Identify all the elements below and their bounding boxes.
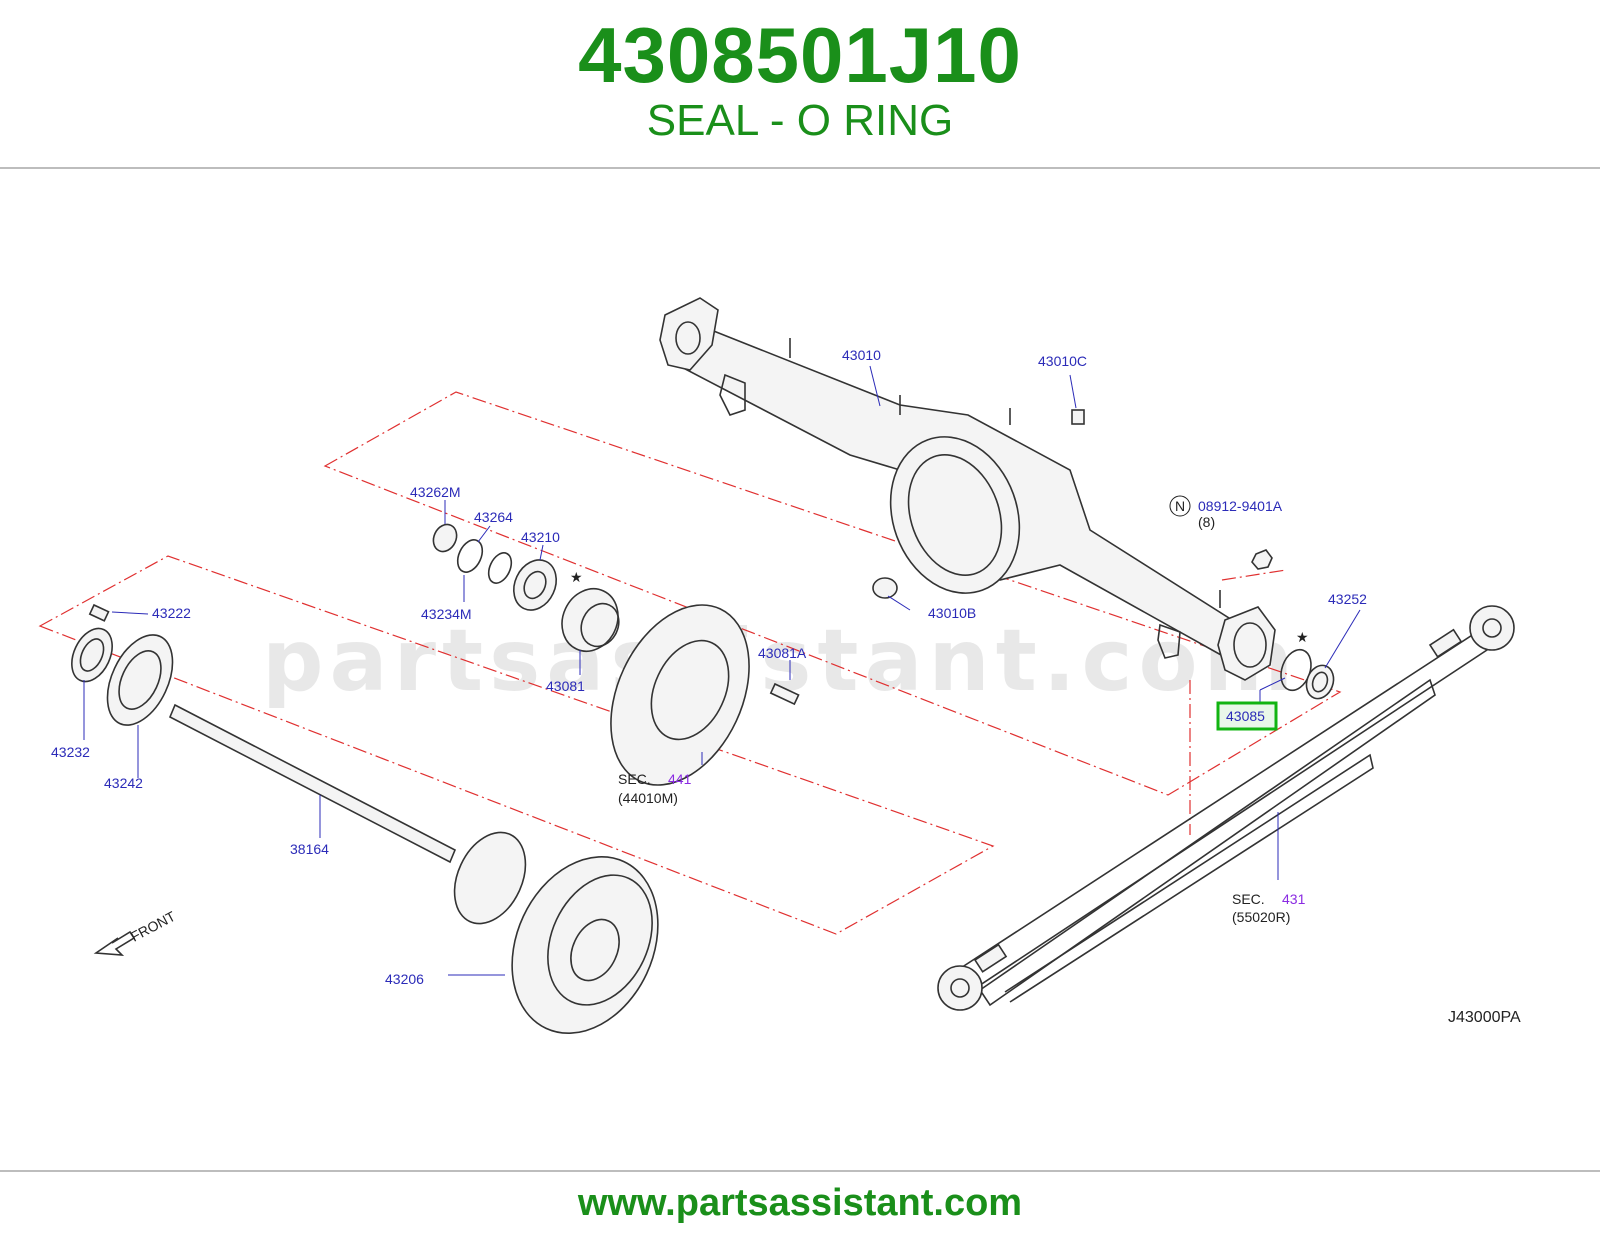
label-43010: 43010 <box>842 347 881 363</box>
sec-431-number[interactable]: 431 <box>1282 891 1306 907</box>
label-43206: 43206 <box>385 971 424 987</box>
breather-43010C <box>1071 409 1085 425</box>
hub-group-outline <box>323 391 1342 796</box>
sec-441-number[interactable]: 441 <box>668 771 692 787</box>
label-43262M: 43262M <box>410 484 461 500</box>
header-divider <box>0 167 1600 169</box>
label-08912-9401A: 08912-9401A <box>1198 498 1283 514</box>
label-43252: 43252 <box>1328 591 1367 607</box>
footer-divider <box>0 1170 1600 1172</box>
part-number-title: 4308501J10 <box>578 11 1022 99</box>
figure-code: J43000PA <box>1448 1009 1521 1026</box>
leaf-spring <box>937 605 1515 1011</box>
highlight-box-43085[interactable] <box>1216 701 1278 731</box>
label-43264: 43264 <box>474 509 513 525</box>
label-43210: 43210 <box>521 529 560 545</box>
axle-group-outline <box>38 555 995 935</box>
label-38164: 38164 <box>290 841 329 857</box>
axle-shaft-and-drum <box>71 603 659 1034</box>
footer-url-link[interactable]: www.partsassistant.com <box>577 1182 1023 1224</box>
label-08912-qty: (8) <box>1198 514 1215 530</box>
sec-431-prefix: SEC. <box>1232 891 1265 907</box>
label-43010C: 43010C <box>1038 353 1087 369</box>
label-43010B: 43010B <box>928 605 976 621</box>
label-43085[interactable]: 43085 <box>1226 708 1265 724</box>
sec-431-ref: (55020R) <box>1232 909 1290 925</box>
nut-guide-line <box>1221 569 1287 581</box>
label-43081A: 43081A <box>758 645 807 661</box>
axle-housing <box>659 297 1276 681</box>
label-43232: 43232 <box>51 744 90 760</box>
n-symbol-circle <box>1169 495 1191 517</box>
drain-plug-43010B <box>872 577 898 599</box>
star-mark-right: ★ <box>1296 629 1309 645</box>
hub-parts <box>432 523 800 786</box>
front-label: FRONT <box>128 908 178 945</box>
front-arrow-icon <box>93 930 136 956</box>
sec-441-prefix: SEC. <box>618 771 651 787</box>
label-43222: 43222 <box>152 605 191 621</box>
star-mark-left: ★ <box>570 569 583 585</box>
sec-441-ref: (44010M) <box>618 790 678 806</box>
label-43234M: 43234M <box>421 606 472 622</box>
label-43242: 43242 <box>104 775 143 791</box>
nut-08912 <box>1251 549 1273 570</box>
n-symbol-label: N <box>1175 498 1185 514</box>
label-43081: 43081 <box>546 678 585 694</box>
parts-diagram: partsassistant.com <box>38 297 1521 1034</box>
part-name-subtitle: SEAL - O RING <box>646 96 954 145</box>
